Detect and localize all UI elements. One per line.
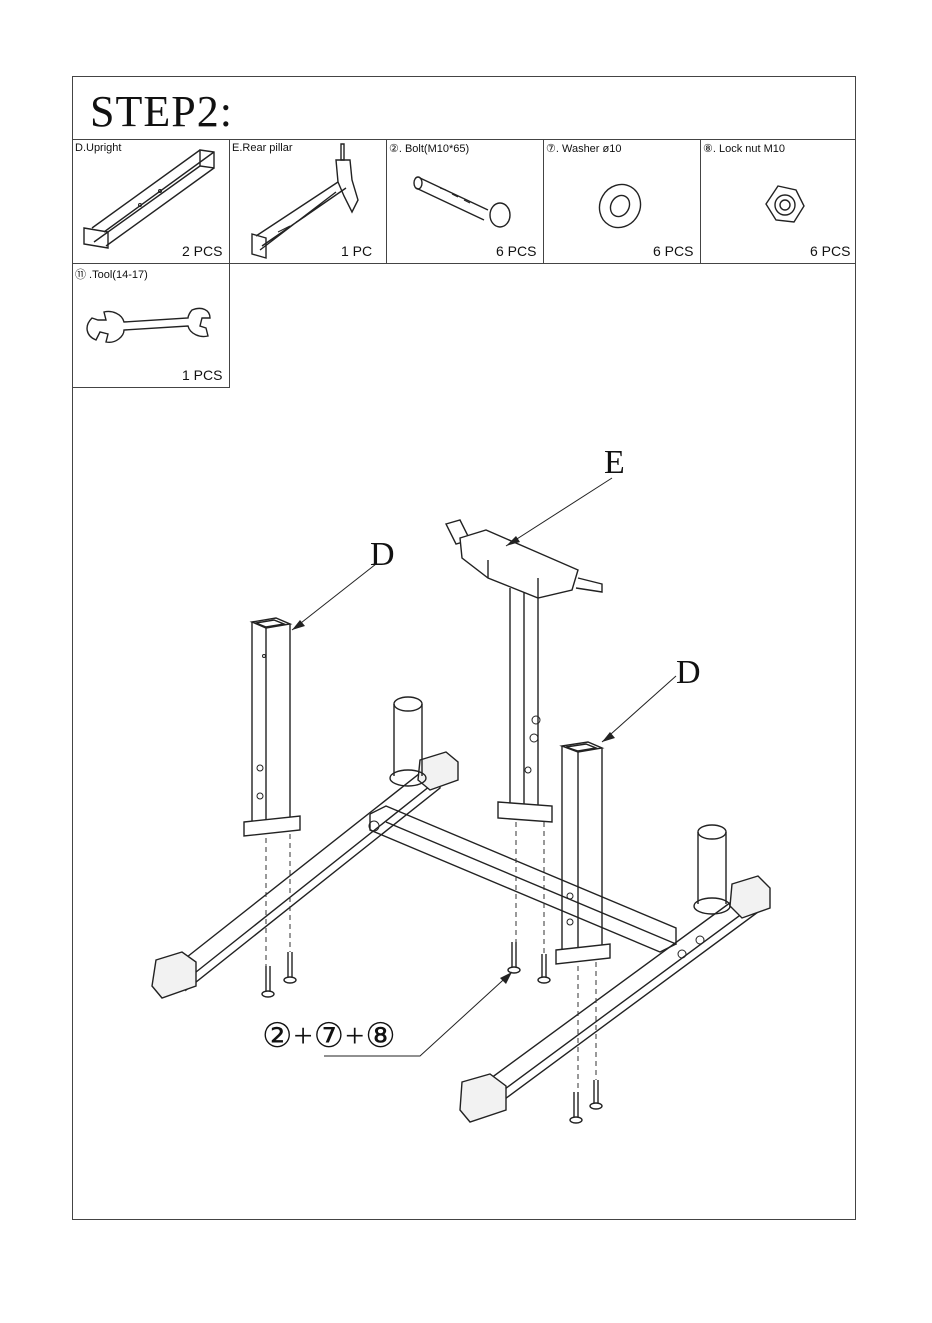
right-plate-post: [694, 825, 730, 914]
left-base-rail: [152, 752, 458, 998]
callout-e: E: [604, 444, 625, 482]
callout-d-left: D: [370, 536, 395, 574]
left-upright: [244, 618, 300, 836]
right-upright: [556, 742, 610, 964]
hardware-formula: ②+⑦+⑧: [262, 1016, 397, 1056]
callout-d-right: D: [676, 654, 701, 692]
left-plate-post: [390, 697, 426, 786]
cross-beam: [369, 806, 676, 952]
